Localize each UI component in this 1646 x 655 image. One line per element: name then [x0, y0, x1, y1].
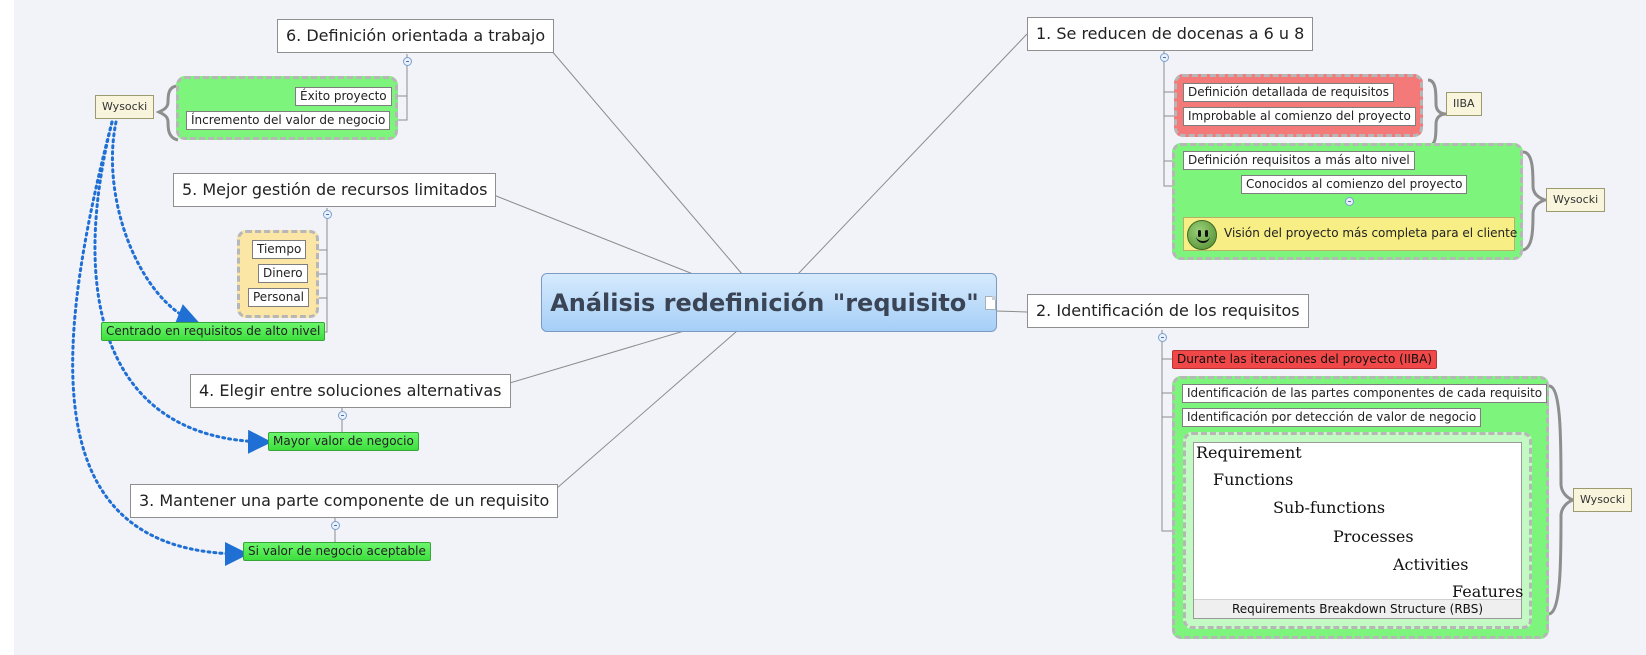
relationship-arrow-1: [111, 120, 201, 327]
branch-line-5: [480, 189, 694, 275]
central-topic[interactable]: Análisis redefinición "requisito": [541, 273, 997, 332]
brace-wysocki-t6: [155, 84, 179, 142]
smiley-icon: [1187, 220, 1217, 250]
collapse-t4-icon[interactable]: [338, 411, 347, 420]
t6-item-1[interactable]: Éxito proyecto: [295, 87, 392, 106]
topic-6[interactable]: 6. Definición orientada a trabajo: [277, 19, 555, 53]
topic-2-label: 2. Identificación de los requisitos: [1036, 301, 1300, 320]
note-wysocki-t2[interactable]: Wysocki: [1573, 488, 1633, 512]
note-wysocki-t1[interactable]: Wysocki: [1546, 188, 1606, 212]
t2-item-2-label: Identificación por detección de valor de…: [1187, 410, 1477, 424]
wysocki-t1-item-1-label: Definición requisitos a más alto nivel: [1188, 153, 1410, 167]
t4-green-item[interactable]: Mayor valor de negocio: [268, 432, 419, 451]
t4-green-item-label: Mayor valor de negocio: [273, 434, 414, 448]
boundary-t6: [176, 76, 398, 140]
note-iiba[interactable]: IIBA: [1446, 92, 1482, 116]
note-wysocki-t2-label: Wysocki: [1580, 493, 1626, 506]
rbs-caption: Requirements Breakdown Structure (RBS): [1194, 599, 1521, 618]
branch-line-3: [540, 330, 738, 503]
topic-5-label: 5. Mejor gestión de recursos limitados: [182, 180, 488, 199]
central-topic-title: Análisis redefinición "requisito": [550, 288, 979, 317]
wysocki-t1-item-2-label: Conocidos al comienzo del proyecto: [1246, 177, 1463, 191]
branch-line-4: [492, 330, 685, 389]
collapse-t1-item-2-icon[interactable]: [1345, 197, 1354, 206]
rbs-level-features: Features: [1452, 582, 1524, 601]
iiba-item-2[interactable]: Improbable al comienzo del proyecto: [1183, 107, 1416, 126]
t3-green-item[interactable]: Si valor de negocio aceptable: [243, 542, 431, 561]
note-wysocki-t1-label: Wysocki: [1553, 193, 1599, 206]
topic-4[interactable]: 4. Elegir entre soluciones alternativas: [190, 374, 511, 408]
relationship-arrow-3: [71, 120, 249, 566]
t5-green-item-label: Centrado en requisitos de alto nivel: [106, 324, 321, 338]
collapse-t6-icon[interactable]: [403, 57, 412, 66]
branch-line-2: [995, 310, 1028, 313]
t6-item-2-label: Íncremento del valor de negocio: [191, 113, 386, 127]
topic-2[interactable]: 2. Identificación de los requisitos: [1027, 294, 1309, 328]
rbs-level-requirement: Requirement: [1196, 443, 1302, 462]
brace-wysocki-t1: [1522, 150, 1550, 252]
t5-item-dinero[interactable]: Dinero: [258, 264, 308, 283]
rbs-level-functions: Functions: [1213, 470, 1294, 489]
t2-red-item[interactable]: Durante las iteraciones del proyecto (II…: [1172, 350, 1438, 369]
rbs-level-processes: Processes: [1333, 527, 1414, 546]
t5-item-personal-label: Personal: [253, 290, 305, 304]
iiba-item-1[interactable]: Definición detallada de requisitos: [1183, 83, 1394, 102]
collapse-t1-icon[interactable]: [1160, 53, 1169, 62]
note-document-icon[interactable]: [984, 295, 996, 310]
t5-item-tiempo[interactable]: Tiempo: [252, 240, 307, 259]
topic-3[interactable]: 3. Mantener una parte componente de un r…: [130, 484, 559, 518]
wysocki-t1-item-1[interactable]: Definición requisitos a más alto nivel: [1183, 151, 1415, 170]
wysocki-t1-item-3[interactable]: Visión del proyecto más completa para el…: [1183, 217, 1518, 251]
note-iiba-label: IIBA: [1453, 97, 1475, 110]
topic-6-label: 6. Definición orientada a trabajo: [286, 26, 546, 45]
t2-red-item-label: Durante las iteraciones del proyecto (II…: [1177, 352, 1433, 366]
topic-4-label: 4. Elegir entre soluciones alternativas: [199, 381, 502, 400]
t6-item-2[interactable]: Íncremento del valor de negocio: [186, 111, 391, 130]
brace-iiba: [1427, 78, 1447, 148]
collapse-t3-icon[interactable]: [331, 521, 340, 530]
t5-item-tiempo-label: Tiempo: [257, 242, 302, 256]
rbs-image: Requirement Functions Sub-functions Proc…: [1193, 442, 1524, 619]
t5-item-dinero-label: Dinero: [263, 266, 303, 280]
t2-item-2[interactable]: Identificación por detección de valor de…: [1182, 408, 1482, 427]
wysocki-t1-item-2[interactable]: Conocidos al comienzo del proyecto: [1241, 175, 1468, 194]
note-wysocki-t6[interactable]: Wysocki: [95, 95, 155, 119]
topic-1[interactable]: 1. Se reducen de docenas a 6 u 8: [1027, 17, 1314, 51]
brace-wysocki-t2: [1548, 384, 1578, 616]
iiba-item-1-label: Definición detallada de requisitos: [1188, 85, 1389, 99]
note-wysocki-t6-label: Wysocki: [102, 100, 148, 113]
relationship-arrow-2: [93, 120, 272, 454]
t3-green-item-label: Si valor de negocio aceptable: [248, 544, 426, 558]
t6-item-1-label: Éxito proyecto: [300, 89, 387, 103]
branch-line-6: [538, 35, 743, 275]
topic-5[interactable]: 5. Mejor gestión de recursos limitados: [173, 173, 497, 207]
t2-item-1[interactable]: Identificación de las partes componentes…: [1182, 384, 1548, 403]
topic-3-label: 3. Mantener una parte componente de un r…: [139, 491, 550, 510]
rbs-level-activities: Activities: [1393, 555, 1469, 574]
collapse-t5-icon[interactable]: [323, 210, 332, 219]
branch-line-1: [797, 33, 1028, 275]
topic-1-label: 1. Se reducen de docenas a 6 u 8: [1036, 24, 1305, 43]
iiba-item-2-label: Improbable al comienzo del proyecto: [1188, 109, 1411, 123]
t2-item-1-label: Identificación de las partes componentes…: [1187, 386, 1543, 400]
t5-item-personal[interactable]: Personal: [248, 288, 310, 307]
rbs-level-sub-functions: Sub-functions: [1273, 498, 1386, 517]
wysocki-t1-item-3-label: Visión del proyecto más completa para el…: [1224, 226, 1518, 240]
t5-green-item[interactable]: Centrado en requisitos de alto nivel: [101, 322, 326, 341]
collapse-t2-icon[interactable]: [1158, 333, 1167, 342]
